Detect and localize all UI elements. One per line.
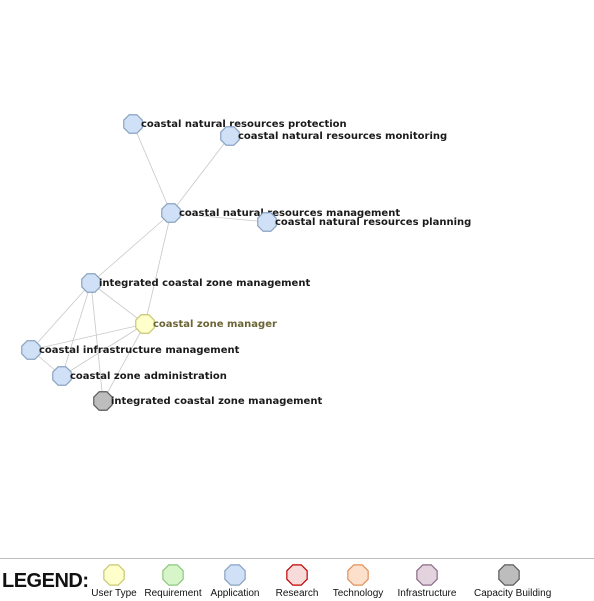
node-label: coastal natural resources protection [141,119,347,130]
legend-title: LEGEND: [2,570,89,592]
graph-edge [30,323,146,351]
graph-edge [61,323,146,377]
node-label: coastal natural resources management [179,208,400,219]
legend-octagon-icon [162,564,184,586]
graph-edge [102,323,146,402]
legend-label: Research [275,588,319,599]
graph-node[interactable]: coastal infrastructure management [21,340,240,360]
legend-label: User Type [91,588,137,599]
graph-edge [90,282,146,325]
legend-label: Requirement [144,588,202,599]
graph-nodes: coastal natural resources protectioncoas… [21,114,472,411]
node-octagon-icon[interactable] [21,340,41,360]
graph-edge [90,212,172,284]
node-octagon-icon[interactable] [81,273,101,293]
node-label: integrated coastal zone management [99,278,310,289]
legend-label: Technology [332,588,384,599]
node-label: coastal zone administration [70,371,227,382]
node-label: coastal natural resources planning [275,217,471,228]
legend-label: Infrastructure [397,588,457,599]
legend-item-requirement: Requirement [138,563,208,599]
graph-edge [132,123,172,214]
legend-octagon-icon [498,564,520,586]
node-octagon-icon[interactable] [93,391,113,411]
legend-octagon-icon [286,564,308,586]
graph-edges [30,123,268,402]
legend-octagon-icon [224,564,246,586]
legend-octagon-icon [416,564,438,586]
graph-edge [90,282,104,402]
node-label: integrated coastal zone management [111,396,322,407]
legend-item-research: Research [262,563,332,599]
legend-item-application: Application [200,563,270,599]
graph-edge [30,282,92,351]
node-octagon-icon[interactable] [220,126,240,146]
graph-edge [170,212,268,223]
node-octagon-icon[interactable] [135,314,155,334]
graph-node[interactable]: coastal natural resources monitoring [220,126,447,146]
graph-node[interactable]: integrated coastal zone management [93,391,323,411]
legend-item-user-type: User Type [79,563,149,599]
node-label: coastal zone manager [153,319,277,330]
legend-octagon-icon [103,564,125,586]
graph-node[interactable]: coastal natural resources protection [123,114,347,134]
graph-node[interactable]: coastal zone manager [135,314,277,334]
legend-label: Application [210,588,260,599]
node-octagon-icon[interactable] [257,212,277,232]
legend-item-technology: Technology [323,563,393,599]
graph-node[interactable]: integrated coastal zone management [81,273,311,293]
node-octagon-icon[interactable] [52,366,72,386]
node-label: coastal natural resources monitoring [238,131,447,142]
network-graph: coastal natural resources protectioncoas… [21,114,472,411]
graph-node[interactable]: coastal zone administration [52,366,227,386]
legend: LEGEND: User Type Requirement Application R… [0,558,594,601]
graph-edge [61,282,92,377]
node-label: coastal infrastructure management [39,345,240,356]
graph-edge [144,212,172,325]
legend-octagon-icon [347,564,369,586]
node-octagon-icon[interactable] [123,114,143,134]
legend-item-capacity-building: Capacity Building [474,563,552,599]
graph-edge [170,135,231,214]
graph-node[interactable]: coastal natural resources planning [257,212,472,232]
graph-node[interactable]: coastal natural resources management [161,203,401,223]
legend-label: Capacity Building [474,588,552,599]
legend-item-infrastructure: Infrastructure [392,563,462,599]
node-octagon-icon[interactable] [161,203,181,223]
